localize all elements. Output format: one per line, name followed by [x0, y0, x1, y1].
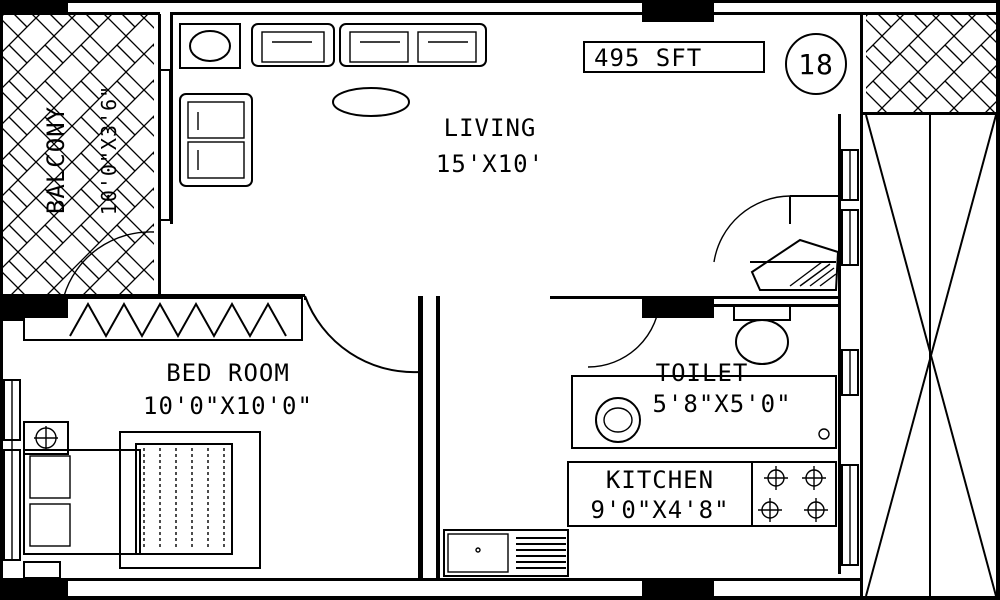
unit-circle [785, 33, 847, 95]
windows-right [159, 69, 859, 566]
exterior-hatch [866, 14, 1000, 114]
bedroom-furniture [23, 421, 261, 579]
toilet-name: TOILET [656, 359, 749, 387]
balcony-name: BALCONY [42, 106, 70, 214]
door-arcs [63, 195, 791, 374]
toilet-size: 5'8"X5'0" [652, 390, 791, 418]
toilet-fixtures [571, 305, 837, 449]
kitchen-size: 9'0"X4'8" [590, 496, 729, 524]
balcony-hatch [2, 14, 154, 296]
unit-number: 18 [798, 48, 834, 81]
duct-cross [865, 114, 997, 597]
wardrobe [23, 297, 303, 341]
balcony-size: 10'0"X3'6" [97, 85, 121, 215]
area-label: 495 SFT [594, 44, 702, 72]
area-box [583, 41, 765, 73]
living-furniture [179, 23, 487, 187]
kitchen-fixtures [443, 461, 837, 577]
kitchen-name: KITCHEN [606, 466, 714, 494]
entry-steps [750, 195, 840, 291]
living-name: LIVING [444, 114, 537, 142]
windows-left [3, 379, 21, 561]
bedroom-name: BED ROOM [166, 359, 290, 387]
bedroom-size: 10'0"X10'0" [143, 392, 313, 420]
living-size: 15'X10' [436, 150, 544, 178]
